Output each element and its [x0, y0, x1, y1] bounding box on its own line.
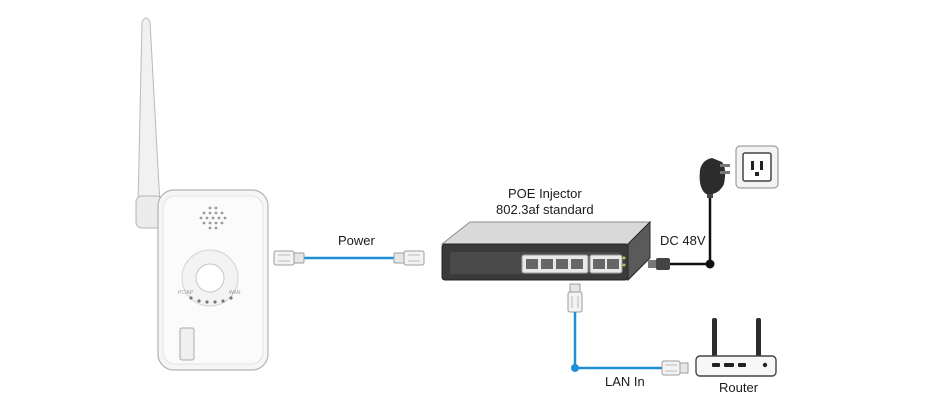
injector-top [440, 221, 652, 245]
speaker-grille [199, 206, 227, 230]
lan-in-label: LAN In [605, 374, 645, 389]
ethernet-port-group [589, 254, 623, 274]
rj45-plug-icon [393, 250, 425, 266]
rj45-plug-icon [273, 250, 305, 266]
router-label: Router [719, 380, 759, 395]
power-adapter-icon [699, 158, 730, 198]
router-icon [695, 318, 777, 377]
dc-voltage-label: DC 48V [660, 233, 706, 248]
port-label-left: PC/AP [178, 290, 194, 296]
rj45-plug-icon [567, 283, 583, 313]
port-label-right: WAN [229, 290, 241, 296]
dc-power-line [648, 145, 779, 270]
ethernet-port-group [521, 254, 589, 274]
poe-standard-label: 802.3af standard [496, 202, 594, 217]
poe-injector-title: POE Injector [508, 186, 582, 201]
wall-outlet-icon [735, 145, 779, 189]
extender-device: PC/AP WAN [135, 17, 269, 371]
antenna [137, 17, 161, 206]
lan-cable [567, 283, 689, 376]
rj45-plug-icon [661, 360, 689, 376]
status-leds [189, 296, 233, 304]
device-port-slot [179, 327, 195, 361]
dc-plug-icon [648, 258, 670, 270]
power-label: Power [338, 233, 375, 248]
junction-dot [571, 364, 579, 372]
power-cable [273, 250, 425, 266]
poe-injector [440, 220, 652, 282]
